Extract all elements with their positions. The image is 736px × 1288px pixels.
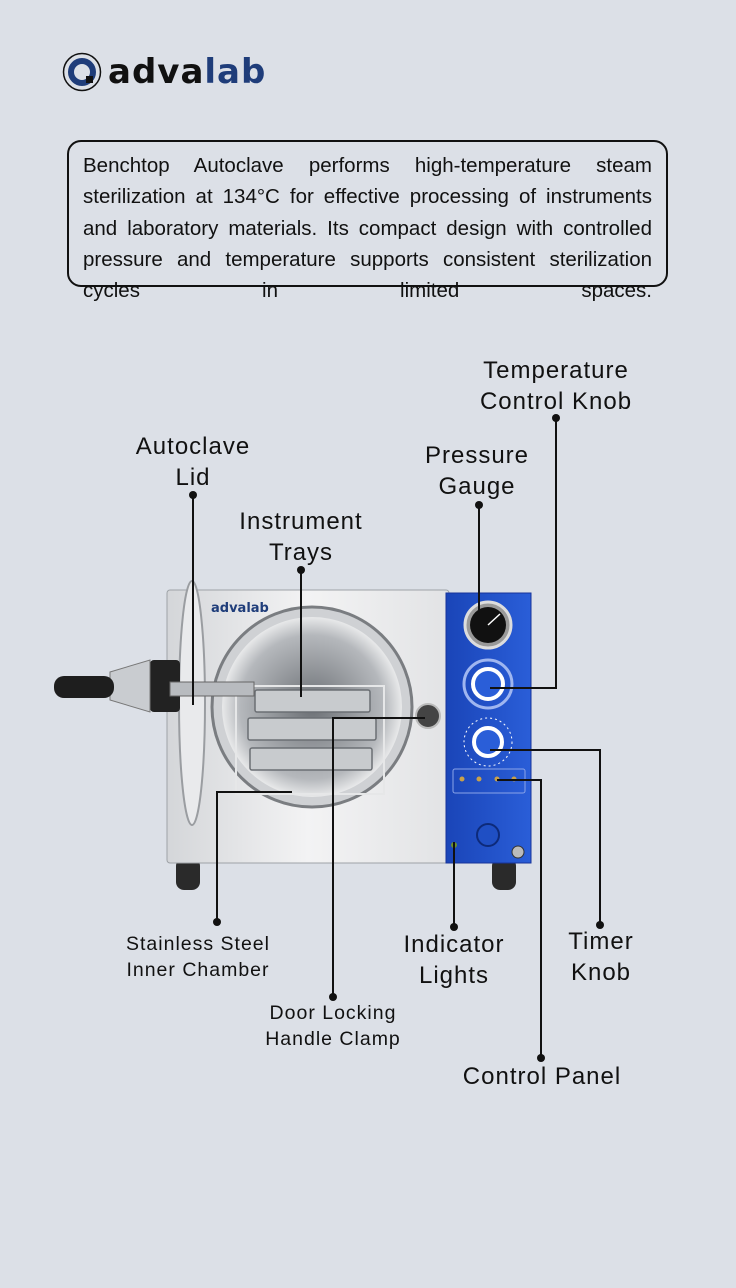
instrument-trays bbox=[247, 689, 377, 771]
logo-icon bbox=[62, 52, 102, 92]
leader-dots bbox=[189, 414, 604, 1062]
label-control-panel: Control Panel bbox=[462, 1063, 622, 1090]
handle bbox=[54, 676, 114, 698]
logo-text: advalab bbox=[108, 52, 267, 92]
foot bbox=[176, 858, 200, 890]
leader-lines bbox=[192, 418, 601, 1058]
door-clamp bbox=[415, 703, 441, 729]
timer-knob bbox=[472, 726, 504, 758]
brand-logo: advalab bbox=[62, 52, 266, 92]
foot bbox=[492, 858, 516, 890]
description-box: Benchtop Autoclave performs high-tempera… bbox=[67, 140, 668, 302]
body-logo: advalab bbox=[211, 601, 269, 616]
temperature-knob bbox=[471, 667, 505, 701]
water-outlet-knob bbox=[476, 823, 500, 847]
